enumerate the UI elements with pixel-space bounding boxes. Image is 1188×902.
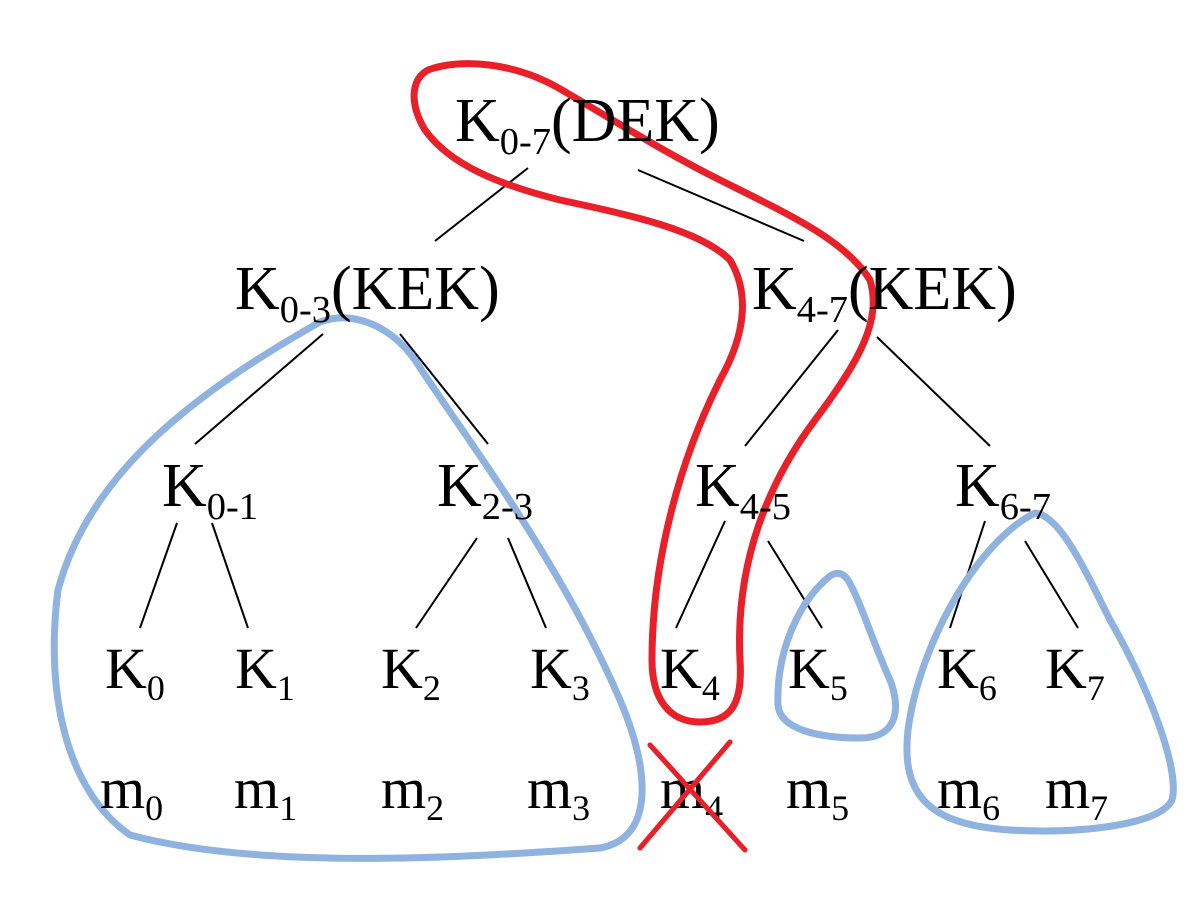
member-m0: m0 — [100, 756, 164, 829]
member-m4: m4 — [660, 756, 724, 829]
node-k7: K7 — [1045, 636, 1105, 709]
node-k6: K6 — [937, 636, 997, 709]
member-m2: m2 — [381, 756, 445, 829]
member-m6: m6 — [937, 756, 1001, 829]
cover-set-k67 — [903, 509, 1177, 835]
edge-k03-k01 — [194, 333, 324, 445]
node-k67: K6-7 — [955, 452, 1051, 529]
node-k23: K2-3 — [437, 452, 533, 529]
edge-k03-k23 — [399, 333, 489, 445]
edge-k45-k5 — [767, 540, 823, 629]
node-k01: K0-1 — [162, 452, 258, 529]
node-k03-kek: K0-3(KEK) — [235, 255, 500, 332]
edge-k47-k45 — [744, 329, 839, 447]
edge-k23-k3 — [507, 537, 547, 629]
edge-root-k47 — [637, 169, 805, 242]
node-k4: K4 — [660, 636, 720, 709]
member-m1: m1 — [234, 756, 298, 829]
edge-k47-k67 — [876, 336, 991, 447]
node-k5: K5 — [788, 636, 848, 709]
node-k0: K0 — [105, 636, 165, 709]
node-k3: K3 — [530, 636, 590, 709]
cover-set-k03 — [50, 314, 646, 862]
member-m7: m7 — [1045, 756, 1109, 829]
edge-k01-k0 — [139, 522, 178, 629]
edge-k45-k4 — [675, 520, 726, 629]
edge-k23-k2 — [415, 537, 478, 629]
cover-set-k5 — [774, 569, 899, 742]
node-k2: K2 — [381, 636, 441, 709]
revoked-path-outline — [410, 60, 877, 726]
member-m3: m3 — [527, 756, 591, 829]
node-k1: K1 — [235, 636, 295, 709]
edge-k67-k7 — [1024, 540, 1079, 629]
member-m5: m5 — [786, 756, 850, 829]
node-k47-kek: K4-7(KEK) — [752, 255, 1017, 332]
edge-root-k03 — [434, 167, 529, 242]
node-root-dek: K0-7(DEK) — [455, 87, 720, 164]
node-k45: K4-5 — [695, 452, 791, 529]
edge-k01-k1 — [211, 522, 249, 629]
